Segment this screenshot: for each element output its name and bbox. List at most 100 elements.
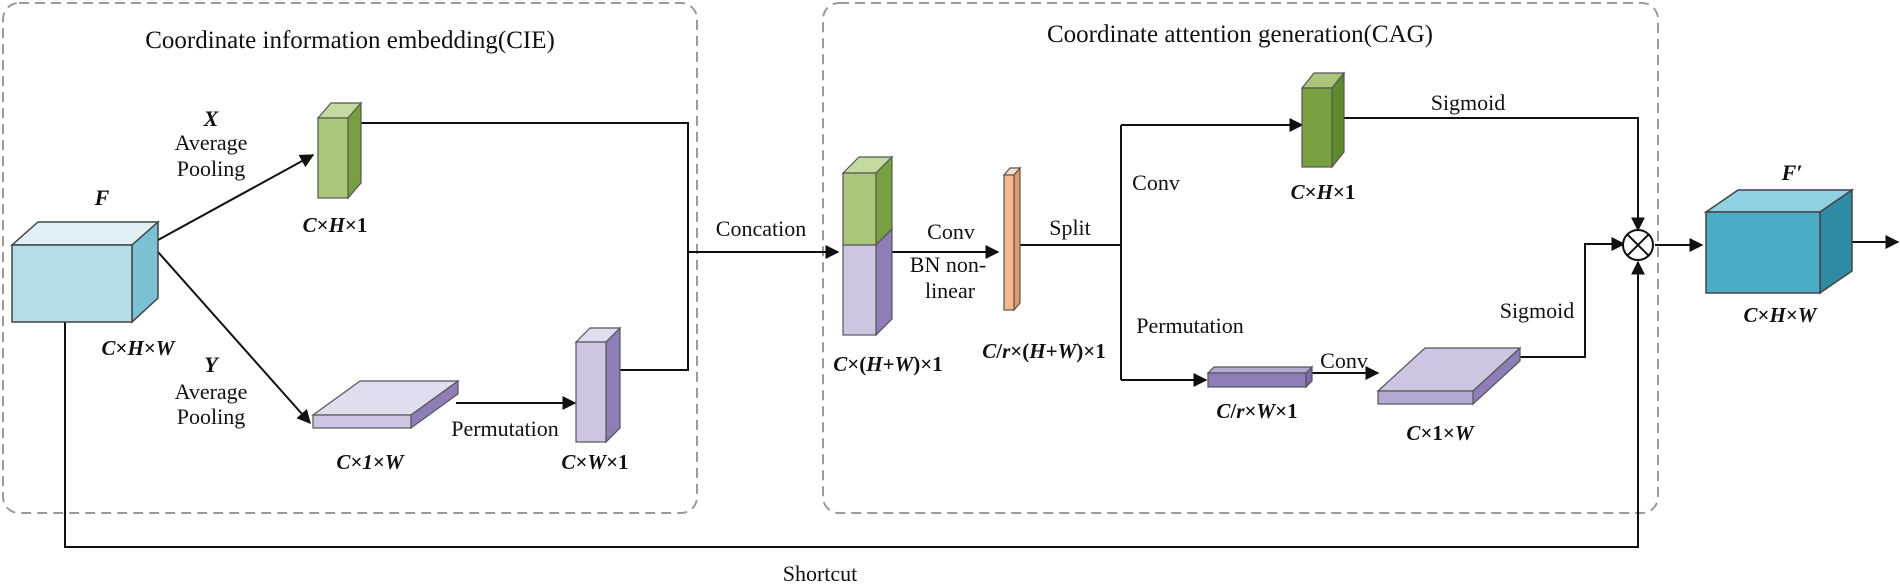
- shape-part: ×(: [847, 352, 866, 376]
- shortcut-line: [64, 260, 1645, 548]
- shape-part: ×1: [606, 450, 628, 474]
- x-pool-shape-label: C×H×1: [303, 213, 368, 237]
- shape-part: H: [1316, 180, 1334, 204]
- shape-part: ×1: [1275, 399, 1297, 423]
- y-permuted-slab: [574, 326, 622, 444]
- x-pooled-slab: [316, 101, 363, 200]
- concatenated-slab: [841, 155, 894, 337]
- input-tensor-cube: [10, 220, 160, 324]
- shape-part: )×1: [913, 352, 942, 376]
- output-tensor-cube: [1703, 188, 1855, 295]
- shape-part: H: [328, 213, 346, 237]
- shape-part: C: [303, 213, 318, 237]
- shape-part: H: [126, 336, 144, 360]
- shape-part: ×: [1786, 303, 1798, 327]
- reduced-shape-label: C/r×(H+W)×1: [982, 339, 1105, 363]
- shape-part: C: [336, 450, 351, 474]
- y-pool-arrow: [157, 251, 311, 425]
- shape-part: ×: [116, 336, 128, 360]
- shape-part: ×1: [1333, 180, 1355, 204]
- bottom-sigmoid-arrow: [1520, 237, 1626, 358]
- reduced-slab: [1002, 166, 1022, 312]
- shape-part: 1: [362, 450, 373, 474]
- shape-part: W: [1455, 421, 1475, 445]
- shape-part: +: [1046, 339, 1058, 363]
- shape-part: r: [1236, 399, 1245, 423]
- shape-part: W: [1058, 339, 1078, 363]
- shape-part: ×1×: [1420, 421, 1454, 445]
- x-average-label: Average: [175, 130, 248, 155]
- top-sigmoid-label: Sigmoid: [1431, 90, 1506, 115]
- y-perm-shape-label: C×W×1: [561, 450, 628, 474]
- shape-part: ×1: [345, 213, 367, 237]
- bottom-conv-shape-label: C×1×W: [1406, 421, 1474, 445]
- y-axis-label: Y: [204, 352, 220, 377]
- shape-part: C: [833, 352, 848, 376]
- y-average-label: Average: [175, 379, 248, 404]
- shape-part: C: [1216, 399, 1231, 423]
- shape-part: /: [1229, 399, 1237, 423]
- shape-part: r: [1002, 339, 1011, 363]
- shape-part: ×: [1758, 303, 1770, 327]
- shape-part: ×: [373, 450, 385, 474]
- shape-part: C: [1406, 421, 1421, 445]
- shape-part: H: [1768, 303, 1786, 327]
- shape-part: W: [1256, 399, 1276, 423]
- x-pool-arrow: [157, 154, 315, 241]
- shape-part: W: [587, 450, 607, 474]
- bottom-permutation-op-label: Permutation: [1136, 313, 1244, 338]
- conv-op-label: Conv: [927, 219, 975, 244]
- shape-part: )×1: [1076, 339, 1105, 363]
- concat-shape-label: C×(H+W)×1: [833, 352, 942, 376]
- bn-nonlinear-label-2: linear: [925, 278, 976, 303]
- bottom-permuted-slab: [1206, 365, 1314, 389]
- shape-part: ×(: [1010, 339, 1029, 363]
- concation-op-label: Concation: [716, 216, 806, 241]
- shape-part: C: [982, 339, 997, 363]
- top-branch-slab: [1300, 71, 1346, 169]
- shape-part: W: [895, 352, 915, 376]
- input-name-label: F: [94, 185, 110, 210]
- shape-part: C: [561, 450, 576, 474]
- shape-part: /: [995, 339, 1003, 363]
- cag-section-frame: [822, 2, 1659, 514]
- permutation-op-label: Permutation: [451, 416, 559, 441]
- shape-part: ×: [317, 213, 329, 237]
- shape-part: W: [156, 336, 176, 360]
- shape-part: W: [1798, 303, 1818, 327]
- shape-part: ×: [350, 450, 362, 474]
- cie-merge-line: [361, 122, 689, 371]
- y-pooling-label: Pooling: [177, 404, 245, 429]
- shape-part: ×: [1244, 399, 1256, 423]
- x-axis-label: X: [203, 106, 220, 131]
- shape-part: H: [1028, 339, 1046, 363]
- shape-part: ×: [575, 450, 587, 474]
- shape-part: C: [1744, 303, 1759, 327]
- top-conv-op-label: Conv: [1132, 170, 1180, 195]
- y-pooled-slab: [311, 379, 460, 430]
- output-name-label: F′: [1781, 160, 1803, 185]
- x-pooling-label: Pooling: [177, 156, 245, 181]
- shape-part: C: [1291, 180, 1306, 204]
- cie-section-title: Coordinate information embedding(CIE): [145, 27, 555, 54]
- top-branch-shape-label: C×H×1: [1291, 180, 1356, 204]
- multiply-icon: [1622, 229, 1654, 261]
- top-sigmoid-arrow: [1344, 117, 1645, 232]
- y-pool-shape-label: C×1×W: [336, 450, 404, 474]
- shape-part: H: [865, 352, 883, 376]
- bn-nonlinear-label: BN non-: [910, 252, 986, 277]
- bottom-perm-shape-label: C/r×W×1: [1216, 399, 1297, 423]
- bottom-conv-slab: [1376, 346, 1522, 406]
- shape-part: ×: [1305, 180, 1317, 204]
- input-shape-label: C×H×W: [102, 336, 176, 360]
- bottom-sigmoid-label: Sigmoid: [1500, 298, 1575, 323]
- output-shape-label: C×H×W: [1744, 303, 1818, 327]
- cie-section-frame: [2, 2, 698, 514]
- bottom-conv-op-label: Conv: [1320, 348, 1368, 373]
- shortcut-label: Shortcut: [783, 561, 858, 586]
- split-op-label: Split: [1049, 215, 1091, 240]
- shape-part: W: [385, 450, 405, 474]
- shape-part: C: [102, 336, 117, 360]
- shape-part: +: [883, 352, 895, 376]
